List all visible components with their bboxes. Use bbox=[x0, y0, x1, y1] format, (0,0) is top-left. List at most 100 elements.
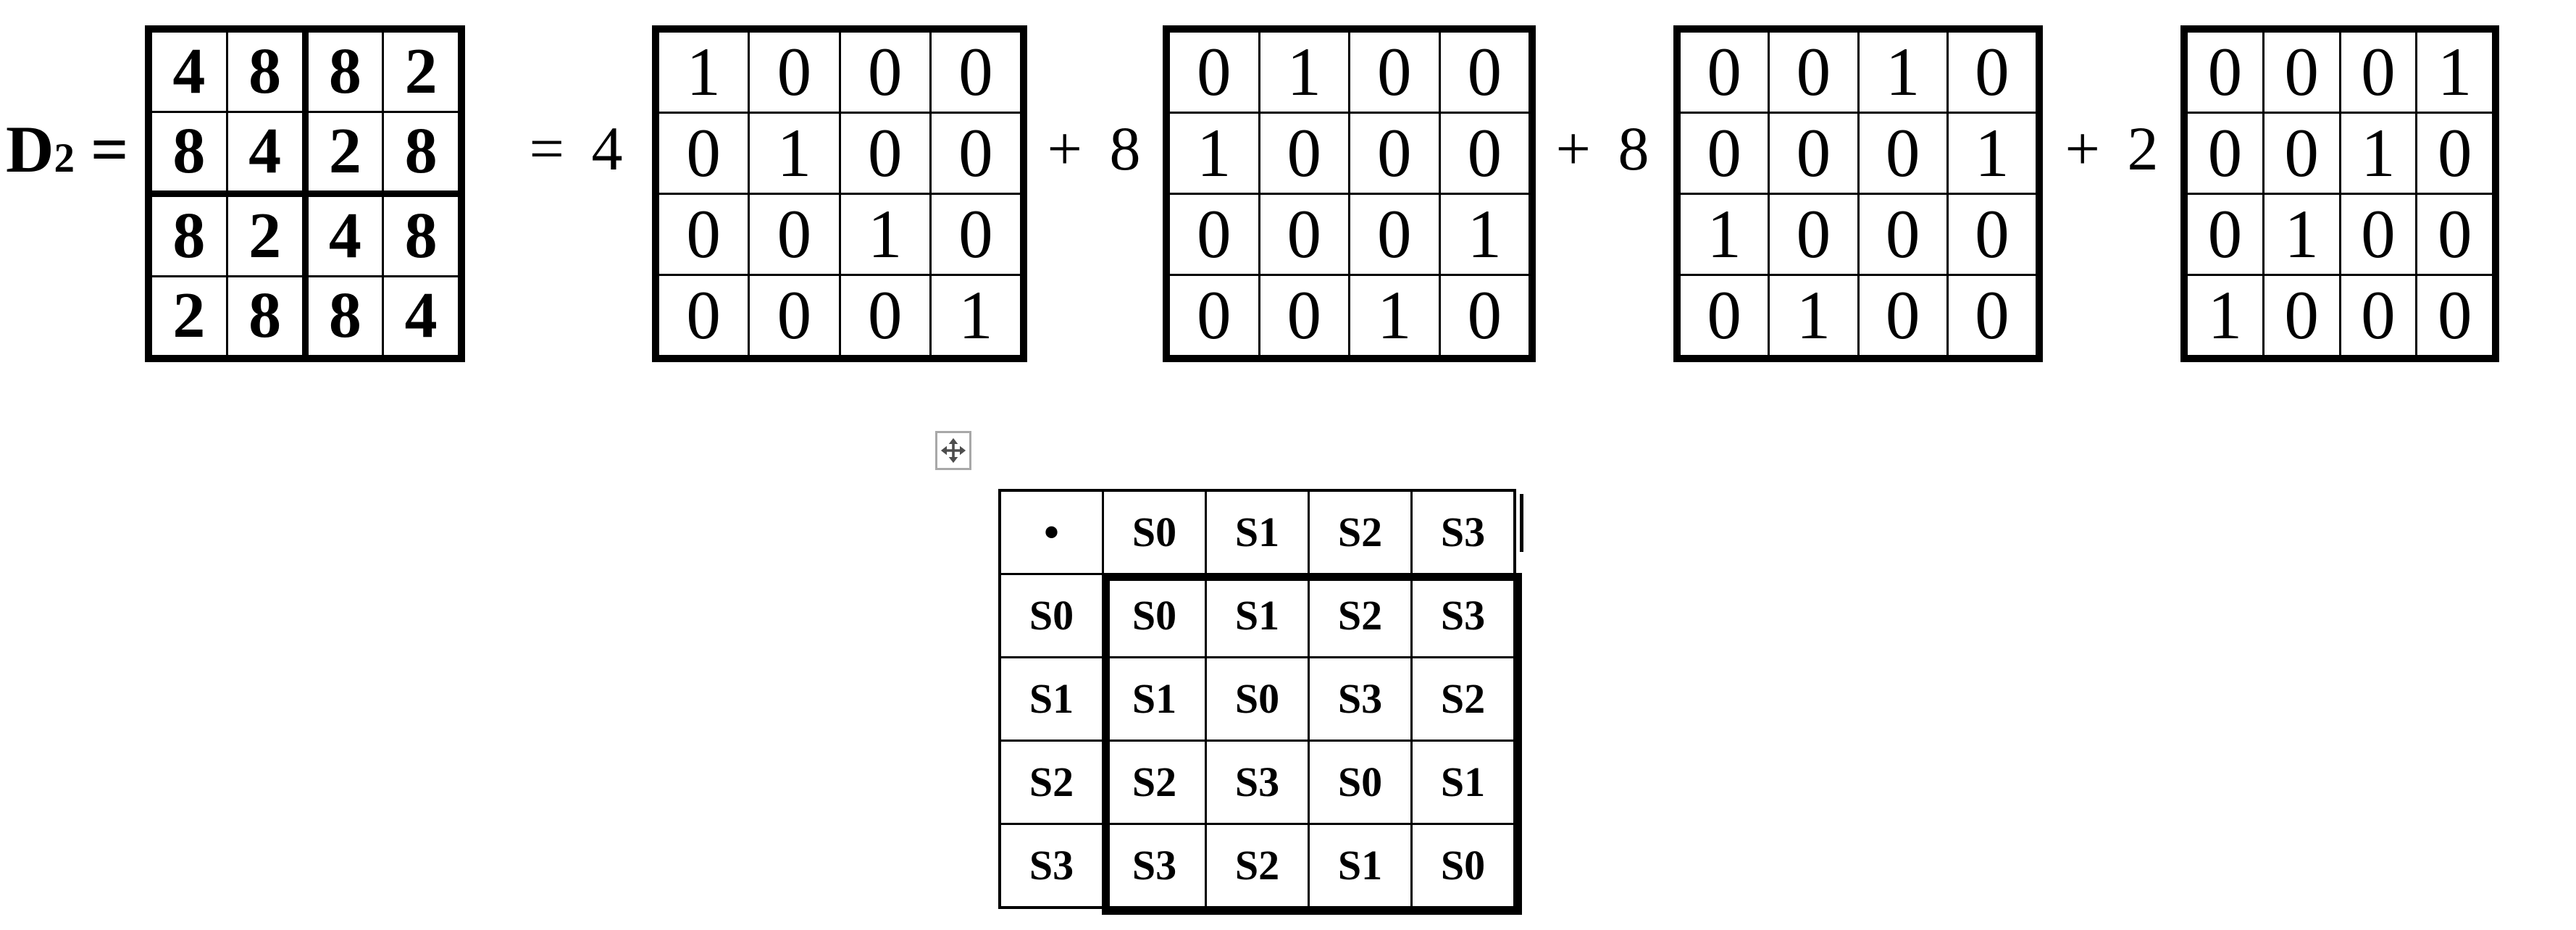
table-cell[interactable]: S0 bbox=[1310, 742, 1410, 823]
matrix-cell: 1 bbox=[1770, 276, 1857, 355]
table-column-header[interactable]: S2 bbox=[1310, 492, 1410, 573]
matrix-cell: 0 bbox=[1948, 33, 2036, 112]
matrix-cell: 0 bbox=[659, 114, 748, 193]
matrix-cell: 0 bbox=[2341, 33, 2416, 112]
table-column-header[interactable]: S1 bbox=[1207, 492, 1308, 573]
d2-symbol: D bbox=[6, 112, 54, 186]
matrix-cell: 0 bbox=[1859, 276, 1946, 355]
table-cell[interactable]: S2 bbox=[1413, 658, 1513, 740]
table-row-header[interactable]: S0 bbox=[1001, 575, 1102, 656]
matrix-cell: 1 bbox=[750, 114, 839, 193]
table-cell[interactable]: S2 bbox=[1104, 742, 1205, 823]
matrix-cell: 1 bbox=[2341, 114, 2416, 193]
matrix-cell: 1 bbox=[2417, 33, 2492, 112]
matrix-cell: 0 bbox=[1948, 276, 2036, 355]
matrix-cell: 0 bbox=[1350, 114, 1439, 193]
table-cell[interactable]: S1 bbox=[1310, 825, 1410, 906]
matrix-cell: 1 bbox=[659, 33, 748, 112]
matrix-cell: 0 bbox=[931, 114, 1020, 193]
matrix-cell: 0 bbox=[1770, 33, 1857, 112]
matrix-cell: 2 bbox=[308, 112, 382, 190]
matrix-cell: 0 bbox=[659, 276, 748, 355]
table-cell[interactable]: S1 bbox=[1104, 658, 1205, 740]
table-corner-cell[interactable]: • bbox=[1001, 492, 1102, 573]
table-cell[interactable]: S3 bbox=[1413, 575, 1513, 656]
matrix-cell: 0 bbox=[2417, 276, 2492, 355]
matrix-cell: 0 bbox=[2188, 114, 2262, 193]
operator-term-4: + 2 bbox=[2065, 114, 2159, 183]
matrix-cell: 0 bbox=[750, 276, 839, 355]
matrix-cell: 0 bbox=[1770, 114, 1857, 193]
matrix-cell: 0 bbox=[931, 33, 1020, 112]
matrix-cell: 2 bbox=[152, 277, 226, 355]
table-column-header[interactable]: S0 bbox=[1104, 492, 1205, 573]
matrix-cell: 0 bbox=[1440, 276, 1529, 355]
operator-term-2: + 8 bbox=[1047, 114, 1141, 183]
matrix-cell: 0 bbox=[931, 195, 1020, 274]
table-row-header[interactable]: S1 bbox=[1001, 658, 1102, 740]
matrix-cell: 0 bbox=[2417, 195, 2492, 274]
matrix-cell: 0 bbox=[1681, 114, 1768, 193]
matrix-cell: 2 bbox=[227, 197, 302, 275]
equals-sign: = bbox=[90, 112, 129, 186]
operator-term-3: + 8 bbox=[1555, 114, 1649, 183]
table-cell[interactable]: S0 bbox=[1207, 658, 1308, 740]
matrix-cell: 0 bbox=[750, 33, 839, 112]
table-cell[interactable]: S3 bbox=[1207, 742, 1308, 823]
table-cell[interactable]: S0 bbox=[1104, 575, 1205, 656]
table-move-handle[interactable] bbox=[935, 431, 971, 470]
matrix-cell: 4 bbox=[308, 197, 382, 275]
table-cell[interactable]: S3 bbox=[1104, 825, 1205, 906]
table-row-header[interactable]: S2 bbox=[1001, 742, 1102, 823]
matrix-cell: 0 bbox=[1170, 33, 1258, 112]
matrix-cell: 0 bbox=[2341, 276, 2416, 355]
matrix-cell: 0 bbox=[1770, 195, 1857, 274]
matrix-cell: 8 bbox=[227, 33, 302, 111]
matrix-cell: 8 bbox=[384, 112, 458, 190]
table-cell[interactable]: S3 bbox=[1310, 658, 1410, 740]
matrix-cell: 8 bbox=[152, 197, 226, 275]
table-cell[interactable]: S2 bbox=[1310, 575, 1410, 656]
matrix-cell: 8 bbox=[308, 33, 382, 111]
matrix-cell: 0 bbox=[1260, 114, 1348, 193]
matrix-cell: 0 bbox=[2188, 195, 2262, 274]
matrix-cell: 4 bbox=[152, 33, 226, 111]
matrix-cell: 0 bbox=[840, 33, 929, 112]
move-handle-icon bbox=[940, 437, 966, 464]
matrix-cell: 0 bbox=[1859, 114, 1946, 193]
table-cell[interactable]: S2 bbox=[1207, 825, 1308, 906]
matrix-cell: 8 bbox=[152, 112, 226, 190]
matrix-cell: 0 bbox=[1350, 33, 1439, 112]
matrix-cell: 0 bbox=[1350, 195, 1439, 274]
matrix-cell: 1 bbox=[1260, 33, 1348, 112]
table-column-header[interactable]: S3 bbox=[1413, 492, 1513, 573]
matrix-cell: 2 bbox=[384, 33, 458, 111]
table-row-header[interactable]: S3 bbox=[1001, 825, 1102, 906]
matrix-cell: 0 bbox=[1170, 195, 1258, 274]
table-cell[interactable]: S0 bbox=[1413, 825, 1513, 906]
matrix-cell: 0 bbox=[1859, 195, 1946, 274]
text-cursor bbox=[1520, 494, 1523, 552]
matrix-cell: 0 bbox=[1440, 33, 1529, 112]
table-cell[interactable]: S1 bbox=[1413, 742, 1513, 823]
matrix-cell: 0 bbox=[840, 114, 929, 193]
matrix-cell: 1 bbox=[1440, 195, 1529, 274]
matrix-cell: 0 bbox=[1170, 276, 1258, 355]
matrix-cell: 4 bbox=[227, 112, 302, 190]
matrix-cell: 1 bbox=[1948, 114, 2036, 193]
matrix-cell: 1 bbox=[1681, 195, 1768, 274]
table-cell[interactable]: S1 bbox=[1207, 575, 1308, 656]
matrix-cell: 1 bbox=[1859, 33, 1946, 112]
matrix-cell: 1 bbox=[840, 195, 929, 274]
matrix-cell: 0 bbox=[2417, 114, 2492, 193]
